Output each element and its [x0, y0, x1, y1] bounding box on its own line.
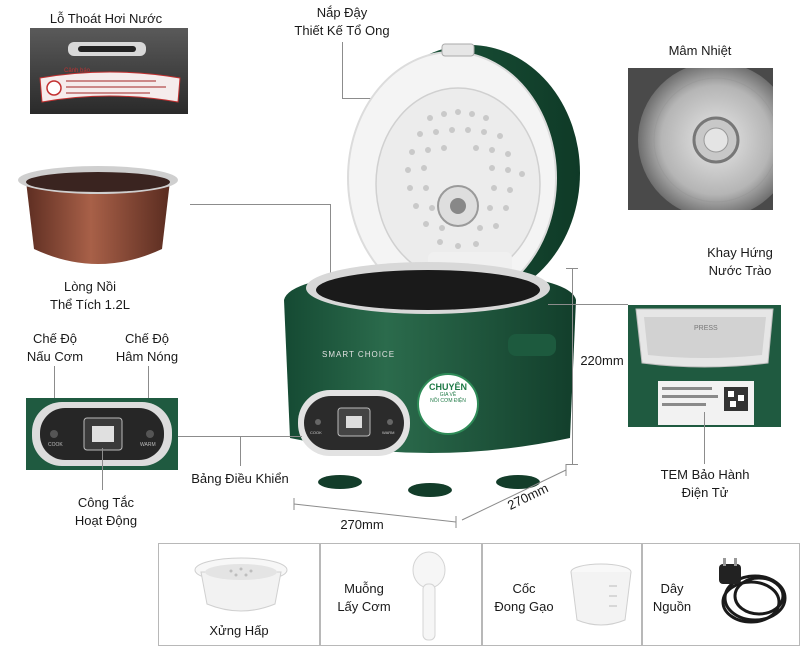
brand-text: SMART CHOICE: [322, 350, 396, 359]
rice-paddle-image: [412, 551, 446, 641]
control-panel-photo: COOK WARM: [26, 398, 178, 470]
rice-cooker-product: SMART CHOICE CHUYÊN GIA VỀ NỒI CƠM ĐIỆN …: [280, 38, 580, 498]
drip-tray-label-line1: Khay Hứng: [707, 245, 773, 260]
power-cord-label-line1: Dây: [660, 581, 684, 596]
switch-label-line2: Hoạt Động: [74, 513, 138, 528]
warm-mode-label-line1: Chế Độ: [124, 331, 170, 346]
switch-label-line1: Công Tắc: [77, 495, 135, 510]
warm-mode-label-line2: Hâm Nóng: [115, 349, 179, 364]
warranty-label: TEM Bảo Hành Điện Tử: [650, 466, 760, 502]
measuring-cup-label: Cốc Đong Gạo: [489, 580, 559, 616]
steam-vent-photo: Cảnh báo: [30, 28, 188, 114]
heating-plate-photo: [628, 68, 773, 210]
expert-badge-main: CHUYÊN: [428, 382, 467, 392]
vent-warning-text: Cảnh báo: [64, 68, 91, 74]
control-panel-pointer: [240, 436, 241, 466]
lid-label-line1: Nắp Đậy: [316, 5, 368, 20]
cook-mode-label-line2: Nấu Cơm: [26, 349, 84, 364]
drip-tray-photo: PRESS: [628, 305, 781, 427]
dimension-lines: [293, 464, 567, 528]
lid-label-line2: Thiết Kế Tổ Ong: [294, 23, 390, 38]
drip-tray-label-line2: Nước Trào: [708, 263, 772, 278]
warm-pointer: [148, 366, 149, 400]
accessory-measuring-cup: Cốc Đong Gạo: [482, 543, 642, 646]
accessory-steamer: Xửng Hấp: [158, 543, 320, 646]
panel-warm-text: WARM: [382, 430, 395, 435]
control-panel-label: Bảng Điều Khiển: [191, 471, 289, 486]
closeup-warm-text: WARM: [140, 442, 156, 448]
accessory-rice-paddle: Muỗng Lấy Cơm: [320, 543, 482, 646]
lid-label: Nắp Đậy Thiết Kế Tổ Ong: [282, 4, 402, 40]
inner-pot-label: Lòng Nồi Thể Tích 1.2L: [30, 278, 150, 314]
pot-pointer-v: [330, 204, 331, 300]
tray-pointer-h: [548, 304, 628, 305]
panel-cook-text: COOK: [310, 430, 322, 435]
height-dim-cap-top: [566, 268, 578, 269]
heating-plate-label: Mâm Nhiệt: [668, 43, 732, 58]
rice-paddle-label-line1: Muỗng: [344, 581, 384, 596]
accessory-power-cord: Dây Nguồn: [642, 543, 800, 646]
rice-paddle-label: Muỗng Lấy Cơm: [329, 580, 399, 616]
measuring-cup-label-line2: Đong Gạo: [494, 599, 554, 614]
steamer-label: Xửng Hấp: [209, 623, 269, 638]
tray-press-text: PRESS: [694, 325, 718, 332]
expert-badge-sub1: GIA VỀ: [439, 392, 457, 398]
measuring-cup-label-line1: Cốc: [512, 581, 536, 596]
expert-badge: CHUYÊN GIA VỀ NỒI CƠM ĐIỆN: [418, 382, 478, 404]
power-cord-label-line2: Nguồn: [652, 599, 692, 614]
steamer-image: [194, 557, 288, 612]
height-dim-cap-bottom: [566, 464, 578, 465]
warranty-label-line2: Điện Tử: [681, 485, 729, 500]
warm-mode-label: Chế Độ Hâm Nóng: [112, 330, 182, 366]
height-dimension: 220mm: [580, 353, 624, 368]
drip-tray-label: Khay Hứng Nước Trào: [690, 244, 790, 280]
switch-pointer: [102, 448, 103, 490]
inner-pot-photo: [14, 163, 182, 271]
measuring-cup-image: [570, 563, 632, 626]
width-dimension: 270mm: [340, 517, 384, 532]
warranty-label-line1: TEM Bảo Hành: [660, 467, 750, 482]
rice-paddle-label-line2: Lấy Cơm: [337, 599, 391, 614]
warranty-pointer: [704, 412, 705, 464]
expert-badge-sub2: NỒI CƠM ĐIỆN: [430, 398, 466, 404]
cook-pointer: [54, 366, 55, 400]
power-cord-label: Dây Nguồn: [647, 580, 697, 616]
lid-pointer-v: [342, 42, 343, 98]
cook-mode-label-line1: Chế Độ: [32, 331, 78, 346]
steam-vent-label: Lỗ Thoát Hơi Nước: [49, 11, 163, 26]
height-dim-line: [572, 268, 573, 464]
switch-label: Công Tắc Hoạt Động: [56, 494, 156, 530]
inner-pot-label-line2: Thể Tích 1.2L: [50, 297, 130, 312]
power-cord-image: [719, 558, 787, 624]
cook-mode-label: Chế Độ Nấu Cơm: [20, 330, 90, 366]
closeup-cook-text: COOK: [48, 442, 63, 448]
inner-pot-label-line1: Lòng Nồi: [63, 279, 117, 294]
pot-pointer-h: [190, 204, 330, 205]
